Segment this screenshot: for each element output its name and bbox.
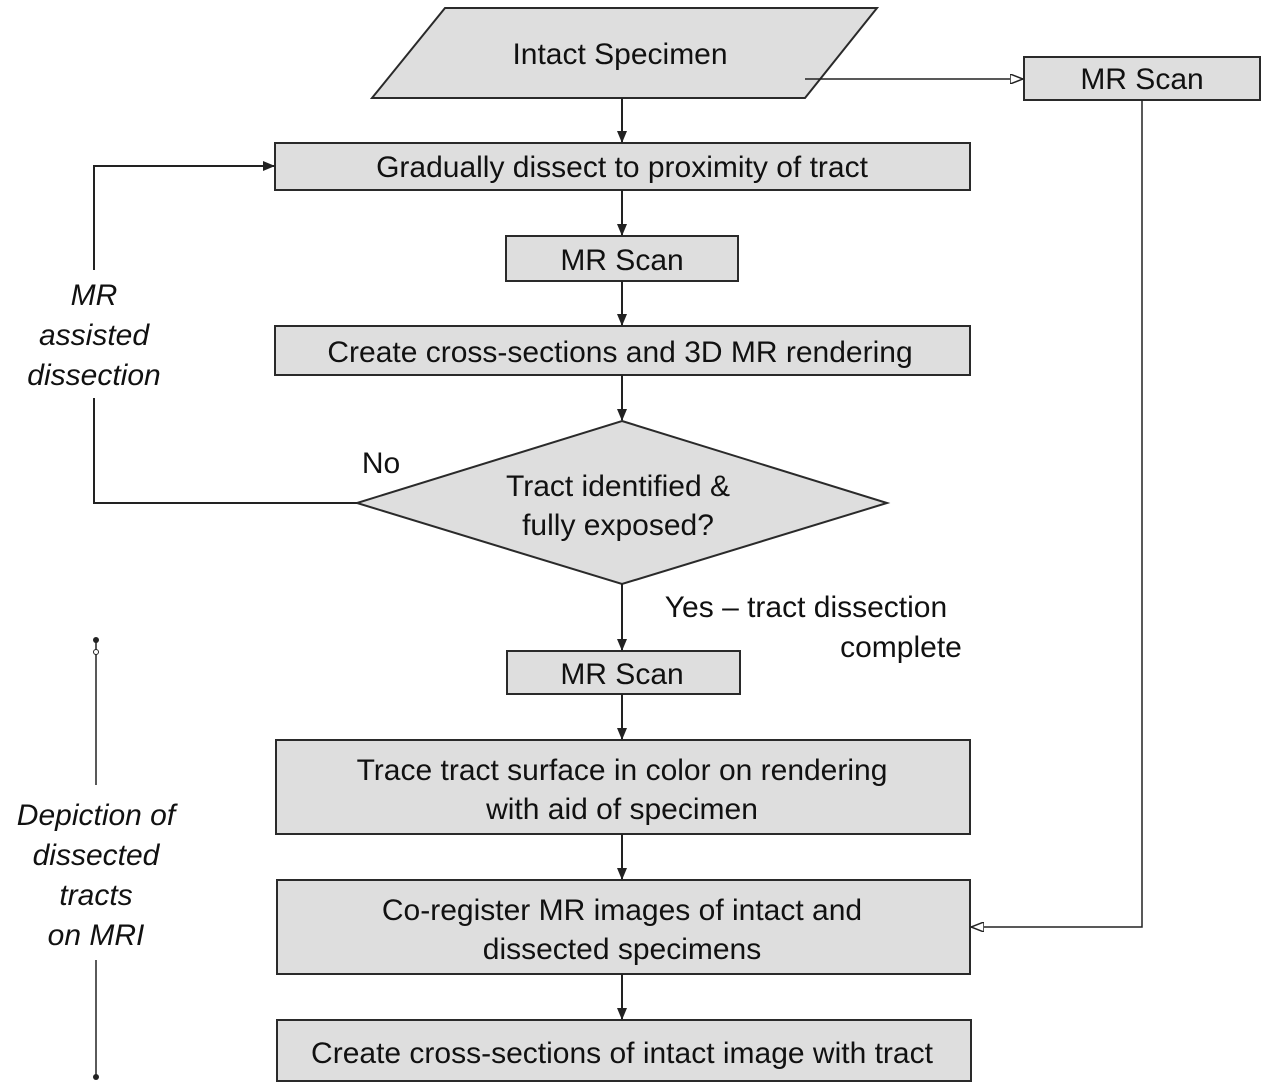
coregister-label-line-1: Co-register MR images of intact and	[382, 894, 862, 927]
mr-scan-right-label: MR Scan	[1080, 63, 1203, 96]
create-cross-sections-intact-node: Create cross-sections of intact image wi…	[276, 1019, 972, 1082]
coregister-node: Co-register MR images of intact and diss…	[276, 879, 971, 975]
coregister-label-line-2: dissected specimens	[483, 933, 761, 966]
create-cross-sections-intact-box	[276, 1019, 972, 1082]
arrow-mrscan-right-to-coregister	[971, 100, 1143, 927]
yes-label-line-2: complete	[840, 631, 962, 664]
bracket-top-dot	[93, 637, 99, 643]
coregister-box	[276, 879, 971, 975]
create-cross-sections-3d-node: Create cross-sections and 3D MR renderin…	[274, 325, 971, 376]
bracket-top-ring	[93, 649, 99, 655]
trace-tract-label-line-1: Trace tract surface in color on renderin…	[357, 754, 888, 787]
parallelogram-shape	[369, 7, 880, 99]
depiction-line-4: on MRI	[48, 919, 145, 952]
mr-scan-2-label: MR Scan	[560, 658, 683, 691]
mr-scan-1-box	[505, 235, 739, 282]
mr-assisted-label-bg	[15, 270, 180, 398]
mr-scan-2-box	[506, 650, 741, 695]
trace-tract-label-line-2: with aid of specimen	[485, 793, 758, 826]
decision-label-line-1: Tract identified &	[506, 470, 730, 503]
decision-label-line-2: fully exposed?	[522, 509, 714, 542]
mr-scan-1-node: MR Scan	[505, 235, 739, 282]
intact-specimen-label: Intact Specimen	[512, 38, 727, 71]
mr-assisted-line-1: MR	[71, 279, 118, 312]
create-cross-sections-3d-label: Create cross-sections and 3D MR renderin…	[327, 336, 912, 369]
depiction-line-3: tracts	[59, 879, 132, 912]
depiction-line-1: Depiction of	[17, 799, 178, 832]
decision-node: Tract identified & fully exposed?	[353, 419, 891, 586]
trace-tract-node: Trace tract surface in color on renderin…	[275, 739, 971, 835]
create-cross-sections-intact-label: Create cross-sections of intact image wi…	[311, 1037, 934, 1070]
mr-scan-2-node: MR Scan	[506, 650, 741, 695]
mr-scan-right-box	[1023, 56, 1261, 101]
create-cross-sections-3d-box	[274, 325, 971, 376]
mr-assisted-line-2: assisted	[39, 319, 150, 352]
depiction-line-2: dissected	[33, 839, 161, 872]
mr-assisted-line-3: dissection	[27, 359, 160, 392]
no-label: No	[362, 447, 400, 480]
mr-scan-right-node: MR Scan	[1023, 56, 1261, 101]
bracket-bottom-dot	[93, 1074, 99, 1080]
mr-scan-1-label: MR Scan	[560, 244, 683, 277]
gradually-dissect-label: Gradually dissect to proximity of tract	[376, 151, 869, 184]
intact-specimen-node: Intact Specimen	[369, 7, 880, 99]
gradually-dissect-node: Gradually dissect to proximity of tract	[274, 142, 971, 191]
yes-label-line-1: Yes – tract dissection	[665, 591, 947, 624]
